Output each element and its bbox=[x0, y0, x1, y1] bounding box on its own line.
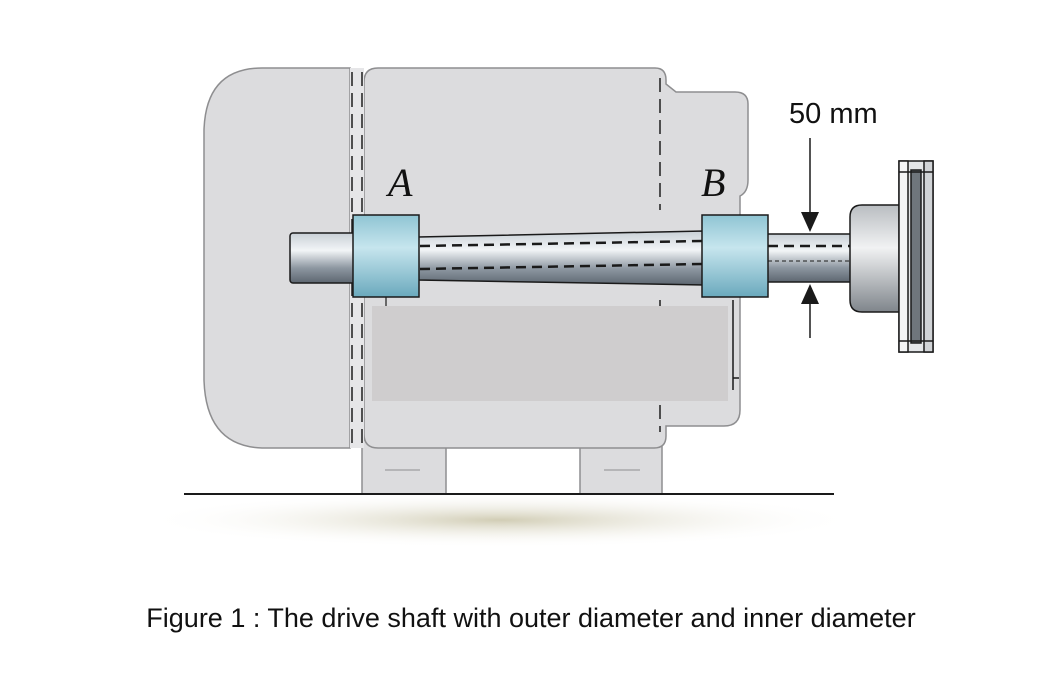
ground-shadow bbox=[140, 492, 860, 548]
pulley-sheave bbox=[898, 160, 934, 353]
bearing-b bbox=[701, 214, 769, 298]
label-bearing-a: A bbox=[385, 160, 413, 205]
bearing-a bbox=[352, 214, 420, 298]
motor-end-cap bbox=[203, 67, 351, 449]
dimension-label: 50 mm bbox=[789, 98, 878, 130]
housing-panel bbox=[372, 306, 728, 401]
pulley-hub bbox=[849, 204, 906, 313]
dimension-arrows bbox=[801, 138, 819, 338]
label-bearing-b: B bbox=[701, 160, 725, 205]
figure-caption: Figure 1 : The drive shaft with outer di… bbox=[146, 603, 916, 633]
